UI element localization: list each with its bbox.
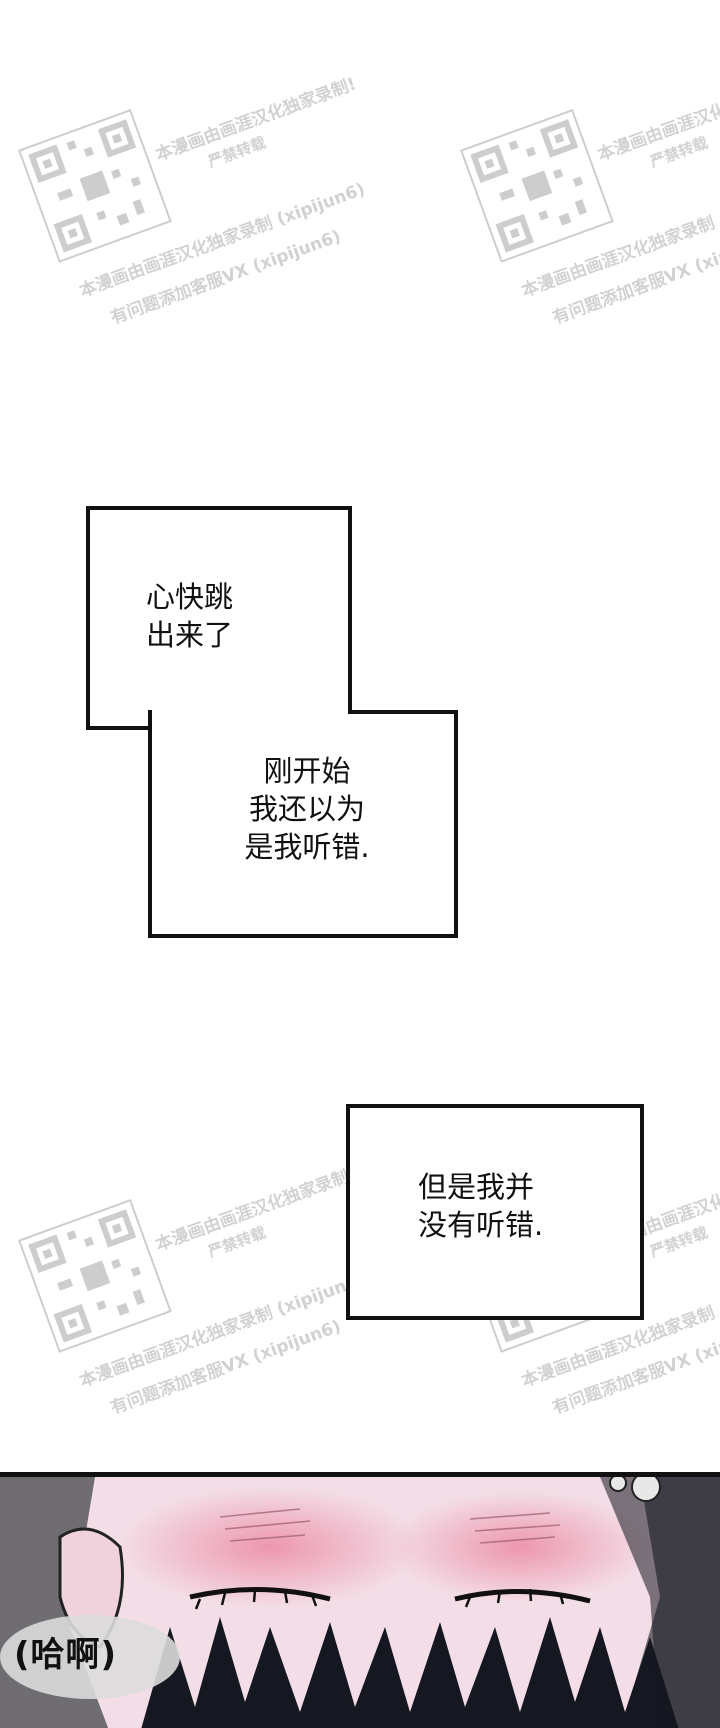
watermark: 本漫画由画涯汉化独家录制! 严禁转载 本漫画由画涯汉化独家录制 (xipijun… bbox=[460, 61, 720, 366]
caption-box-3 bbox=[346, 1104, 644, 1320]
qr-code-icon bbox=[18, 1198, 172, 1353]
watermark-line: 本漫画由画涯汉化独家录制! bbox=[594, 74, 720, 166]
qr-code-icon bbox=[460, 108, 614, 263]
watermark-line: 本漫画由画涯汉化独家录制 (xipijun6) bbox=[76, 1269, 368, 1392]
watermark: 本漫画由画涯汉化独家录制! 严禁转载 本漫画由画涯汉化独家录制 (xipijun… bbox=[18, 61, 368, 366]
watermark-line: 严禁转载 bbox=[647, 1223, 711, 1261]
sfx-gasp: (哈啊) bbox=[14, 1635, 118, 1675]
watermark-line: 严禁转载 bbox=[647, 133, 711, 171]
caption-text-3: 但是我并 没有听错. bbox=[418, 1170, 544, 1242]
caption-box-2 bbox=[148, 710, 458, 938]
qr-code-icon bbox=[18, 108, 172, 263]
watermark-line: 本漫画由画涯汉化独家录制! bbox=[152, 74, 359, 166]
watermark-line: 有问题添加客服VX (xipijun6) bbox=[108, 226, 344, 329]
face-panel: (哈啊) bbox=[0, 1472, 720, 1728]
caption-text-1: 心快跳 出来了 bbox=[146, 580, 234, 652]
watermark-line: 严禁转载 bbox=[205, 133, 269, 171]
watermark-line: 有问题添加客服VX (xipijun6) bbox=[550, 1316, 720, 1419]
caption-text-2: 刚开始 我还以为 是我听错. bbox=[244, 754, 370, 864]
blushing-face-illustration bbox=[0, 1477, 720, 1728]
box-seam bbox=[152, 700, 348, 740]
watermark-line: 本漫画由画涯汉化独家录制 (xipijun6) bbox=[76, 179, 368, 302]
watermark: 本漫画由画涯汉化独家录制! 严禁转载 本漫画由画涯汉化独家录制 (xipijun… bbox=[18, 1151, 368, 1456]
watermark-line: 严禁转载 bbox=[205, 1223, 269, 1261]
caption-box-1 bbox=[86, 506, 352, 730]
watermark-line: 本漫画由画涯汉化独家录制 (xipijun6) bbox=[518, 179, 720, 302]
watermark-line: 有问题添加客服VX (xipijun6) bbox=[108, 1316, 344, 1419]
watermark-line: 有问题添加客服VX (xipijun6) bbox=[550, 226, 720, 329]
watermark-line: 本漫画由画涯汉化独家录制! bbox=[152, 1164, 359, 1256]
